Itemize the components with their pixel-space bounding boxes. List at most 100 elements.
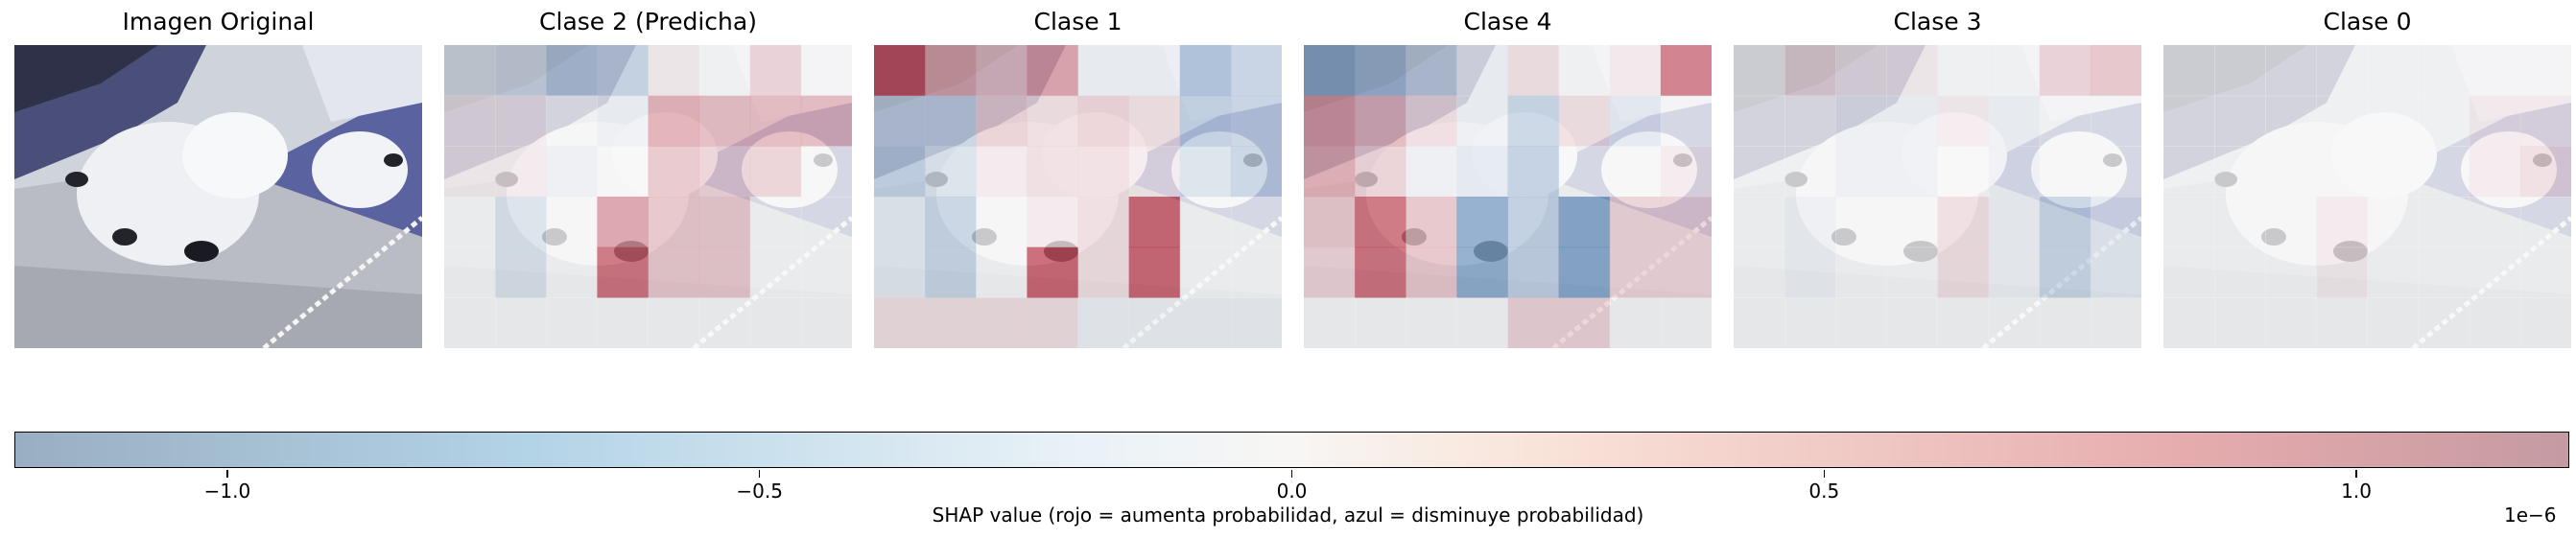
superpixel-cell — [1179, 45, 1232, 97]
superpixel-cell — [1784, 197, 1836, 248]
superpixel-cell — [1179, 246, 1232, 298]
superpixel-cell — [1304, 297, 1356, 348]
colorbar-tick-label: 0.0 — [1276, 480, 1308, 503]
superpixel-cell — [1507, 297, 1560, 348]
superpixel-cell — [648, 146, 700, 198]
superpixel-cell — [1988, 95, 2041, 147]
photo-layer — [14, 45, 422, 348]
superpixel-cell — [698, 95, 751, 147]
superpixel-cell — [1128, 246, 1181, 298]
superpixel-cell — [749, 297, 802, 348]
superpixel-cell — [1886, 197, 1939, 248]
superpixel-cell — [597, 297, 650, 348]
superpixel-cell — [1734, 297, 1785, 348]
colorbar-tick-label: −0.5 — [736, 480, 783, 503]
superpixel-cell — [648, 45, 700, 97]
superpixel-cell — [976, 197, 1028, 248]
superpixel-cell — [2163, 45, 2215, 97]
superpixel-cell — [1558, 95, 1611, 147]
superpixel-cell — [1027, 197, 1079, 248]
superpixel-cell — [976, 95, 1028, 147]
superpixel-cell — [2519, 45, 2571, 97]
superpixel-cell — [1660, 146, 1712, 198]
superpixel-cell — [1835, 246, 1887, 298]
superpixel-cell — [1558, 146, 1611, 198]
superpixel-cell — [1937, 246, 1990, 298]
superpixel-cell — [1456, 45, 1509, 97]
superpixel-cell — [800, 197, 852, 248]
superpixel-cell — [874, 197, 926, 248]
superpixel-cell — [749, 95, 802, 147]
superpixel-cell — [874, 297, 926, 348]
superpixel-cell — [648, 246, 700, 298]
superpixel-cell — [1937, 45, 1990, 97]
superpixel-cell — [1507, 95, 1560, 147]
superpixel-cell — [2039, 197, 2092, 248]
superpixel-cell — [976, 297, 1028, 348]
superpixel-cell — [800, 246, 852, 298]
superpixel-cell — [2090, 297, 2141, 348]
superpixel-cell — [925, 95, 977, 147]
superpixel-cell — [2214, 45, 2266, 97]
superpixel-cell — [1304, 45, 1356, 97]
superpixel-cell — [2316, 297, 2369, 348]
superpixel-cell — [597, 95, 650, 147]
superpixel-cell — [1835, 95, 1887, 147]
superpixel-cell — [2214, 95, 2266, 147]
superpixel-cell — [1507, 246, 1560, 298]
superpixel-cell — [1077, 95, 1130, 147]
shap-heatmap — [1304, 45, 1712, 348]
superpixel-cell — [1609, 297, 1662, 348]
panel-title-class-0: Clase 0 — [2323, 8, 2412, 35]
superpixel-cell — [800, 95, 852, 147]
superpixel-cell — [495, 297, 547, 348]
superpixel-cell — [925, 197, 977, 248]
superpixel-cell — [976, 45, 1028, 97]
superpixel-cell — [2163, 95, 2215, 147]
superpixel-cell — [2418, 197, 2470, 248]
superpixel-cell — [1558, 297, 1611, 348]
superpixel-cell — [444, 95, 496, 147]
superpixel-cell — [1988, 297, 2041, 348]
superpixel-cell — [1406, 246, 1457, 298]
superpixel-cell — [698, 246, 751, 298]
superpixel-cell — [1077, 297, 1130, 348]
superpixel-cell — [2039, 95, 2092, 147]
superpixel-cell — [1937, 146, 1990, 198]
superpixel-cell — [597, 246, 650, 298]
shap-panel-class-2 — [444, 45, 852, 348]
superpixel-cell — [2163, 297, 2215, 348]
superpixel-cell — [2519, 246, 2571, 298]
panel-title-class-2: Clase 2 (Predicha) — [539, 8, 757, 35]
superpixel-cell — [1304, 95, 1356, 147]
superpixel-cell — [1734, 95, 1785, 147]
superpixel-cell — [2316, 146, 2369, 198]
superpixel-cell — [1355, 45, 1406, 97]
superpixel-cell — [2090, 95, 2141, 147]
superpixel-cell — [495, 197, 547, 248]
superpixel-cell — [874, 146, 926, 198]
superpixel-cell — [1660, 197, 1712, 248]
superpixel-cell — [976, 146, 1028, 198]
superpixel-cell — [1355, 146, 1406, 198]
superpixel-cell — [1609, 246, 1662, 298]
superpixel-cell — [2316, 246, 2369, 298]
superpixel-cell — [1988, 197, 2041, 248]
superpixel-grid — [1304, 45, 1712, 348]
superpixel-cell — [546, 297, 598, 348]
superpixel-cell — [1734, 146, 1785, 198]
superpixel-cell — [2469, 297, 2521, 348]
panel-title-original: Imagen Original — [122, 8, 315, 35]
superpixel-cell — [2469, 197, 2521, 248]
superpixel-cell — [1406, 45, 1457, 97]
superpixel-cell — [2469, 246, 2521, 298]
colorbar-tick-label: 0.5 — [1808, 480, 1840, 503]
superpixel-cell — [2316, 45, 2369, 97]
superpixel-cell — [597, 45, 650, 97]
superpixel-cell — [874, 45, 926, 97]
colorbar-tick — [226, 470, 228, 478]
superpixel-cell — [1660, 297, 1712, 348]
superpixel-cell — [648, 197, 700, 248]
superpixel-cell — [1179, 95, 1232, 147]
shap-panel-class-3 — [1734, 45, 2141, 348]
